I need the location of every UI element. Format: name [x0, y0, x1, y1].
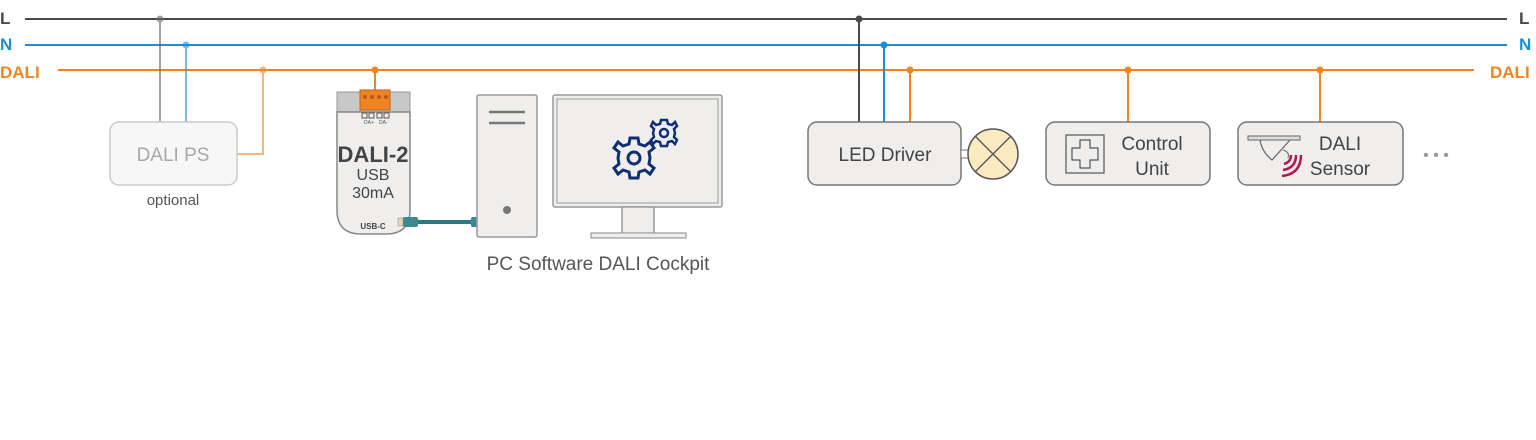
usb-port-label: USB-C	[360, 222, 386, 231]
dali-sensor	[1237, 66, 1404, 186]
terminal-label-da-plus: DA+	[364, 120, 374, 126]
pc-monitor	[552, 94, 723, 239]
gear-icon	[611, 136, 657, 180]
led-driver-label: LED Driver	[839, 145, 933, 166]
ps-junction-l	[156, 15, 164, 23]
sensor-line2: Sensor	[1310, 159, 1371, 180]
ps-box	[109, 121, 238, 186]
bus-label-dali-left: DALI	[0, 63, 40, 82]
driver-junction-l	[855, 15, 863, 23]
tower-power-button	[503, 206, 511, 214]
ps-label: DALI PS	[137, 145, 210, 166]
lamp-connector	[960, 149, 969, 159]
ps-optional-note: optional	[147, 192, 200, 209]
pc-software-caption: PC Software DALI Cockpit	[487, 254, 711, 275]
bus-label-l-right: L	[1519, 9, 1529, 28]
sensor-line1: DALI	[1319, 134, 1361, 155]
ps-junction-dali	[259, 66, 267, 74]
bus-label-n-right: N	[1519, 35, 1531, 54]
ps-junction-n	[182, 41, 190, 49]
usb-line2: USB	[357, 167, 390, 184]
usb-junction-dali	[371, 66, 379, 74]
usb-terminal-block	[359, 89, 391, 111]
bus-label-n-left: N	[0, 35, 12, 54]
usb-plug-tip	[397, 217, 404, 227]
dali-power-supply	[109, 15, 267, 186]
usb-plug-left	[403, 217, 418, 227]
control-junction-dali	[1124, 66, 1132, 74]
usb-body	[336, 111, 411, 235]
control-unit-line1: Control	[1121, 134, 1182, 155]
driver-junction-dali	[906, 66, 914, 74]
small-gear-icon	[649, 118, 679, 148]
led-driver	[807, 15, 1019, 186]
usb-line3: 30mA	[352, 185, 394, 202]
monitor-stand	[621, 206, 655, 235]
control-unit-line2: Unit	[1135, 159, 1170, 180]
bus-label-l-left: L	[0, 9, 10, 28]
motion-sensor-icon	[1247, 135, 1303, 178]
terminal-label-da-minus: DA-	[379, 120, 388, 126]
control-box	[1045, 121, 1211, 186]
lamp-icon	[967, 128, 1019, 180]
ps-wire-dali	[237, 70, 264, 155]
monitor-base	[590, 232, 687, 239]
terminal-screw	[384, 95, 388, 99]
more-devices-ellipsis: • • •	[1423, 147, 1449, 164]
bus-label-dali-right: DALI	[1490, 63, 1530, 82]
pc-tower	[476, 94, 538, 238]
tower-body	[476, 94, 538, 238]
usb-title: DALI-2	[338, 142, 409, 167]
terminal-screw	[377, 95, 381, 99]
usb-cable	[397, 217, 490, 227]
terminal-screw	[363, 95, 367, 99]
driver-junction-n	[880, 41, 888, 49]
terminal-symbols	[361, 112, 390, 119]
usb-interface: DA+ DA- DALI-2 USB 30mA USB-C	[336, 66, 411, 235]
monitor-screen	[556, 98, 719, 204]
sensor-junction-dali	[1316, 66, 1324, 74]
terminal-screw	[370, 95, 374, 99]
control-unit	[1045, 66, 1211, 186]
push-button-icon	[1065, 134, 1105, 174]
